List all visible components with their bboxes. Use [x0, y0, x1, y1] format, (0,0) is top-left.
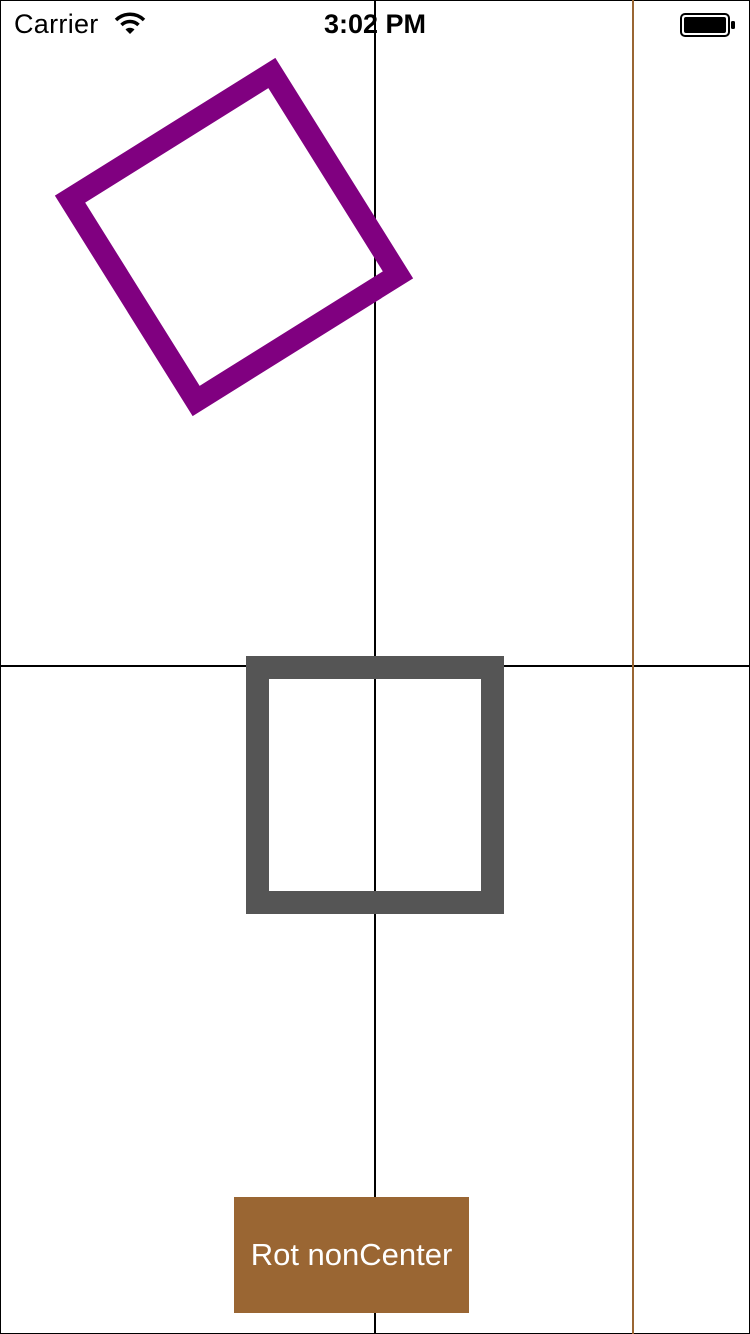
- wifi-icon: [114, 12, 146, 34]
- rot-non-center-button-label: Rot nonCenter: [250, 1237, 453, 1272]
- battery-icon: [680, 13, 735, 37]
- gray-square: [246, 656, 504, 914]
- rot-non-center-button[interactable]: Rot nonCenter: [234, 1197, 469, 1313]
- status-bar: Carrier 3:02 PM: [0, 0, 750, 40]
- vertical-right-guide: [632, 0, 634, 1334]
- status-time: 3:02 PM: [323, 9, 427, 39]
- carrier-label: Carrier: [14, 9, 99, 39]
